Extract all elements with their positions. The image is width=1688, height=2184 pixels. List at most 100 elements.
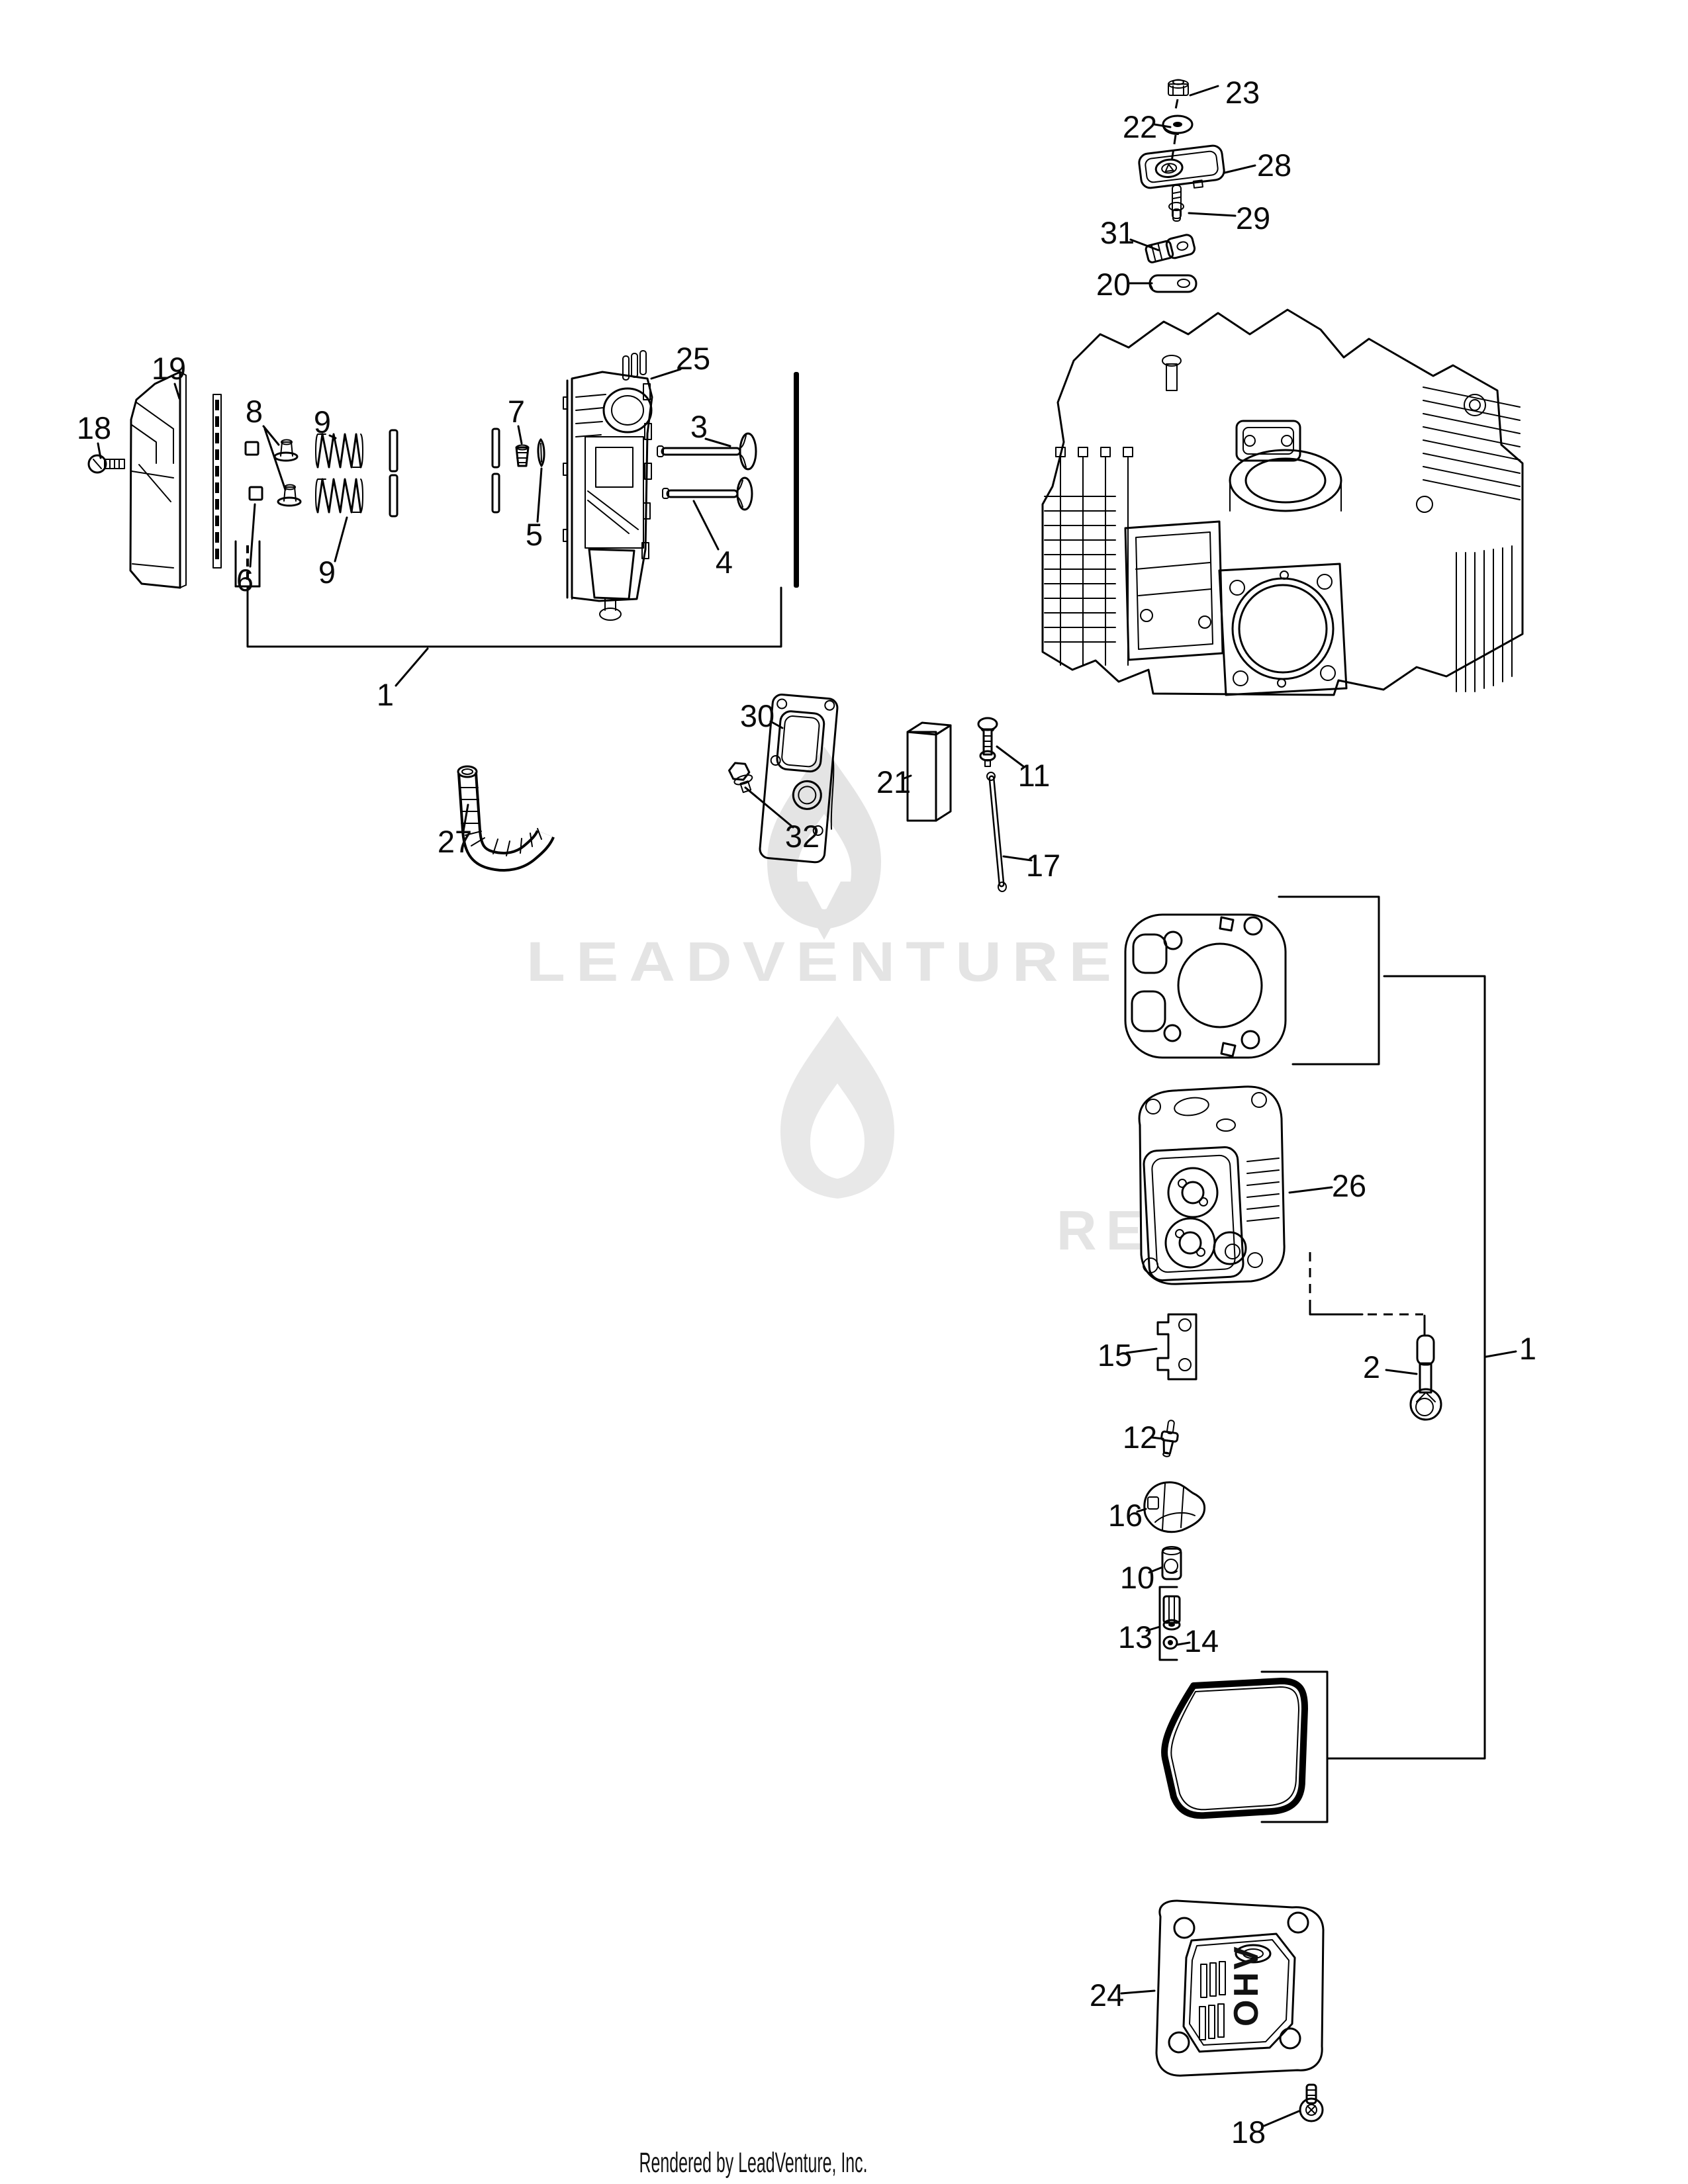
callout-29: 29 bbox=[1188, 201, 1270, 236]
head-bolt-2 bbox=[1409, 1334, 1442, 1421]
callout-9: 9 bbox=[318, 516, 348, 590]
kit-bracket-1-left bbox=[234, 540, 782, 648]
callout-27: 27 bbox=[438, 803, 472, 859]
callout-label-25: 25 bbox=[676, 341, 710, 376]
callout-label-9: 9 bbox=[314, 404, 331, 439]
callout-label-13: 13 bbox=[1118, 1619, 1152, 1655]
callout-label-21: 21 bbox=[876, 764, 911, 799]
callout-18: 18 bbox=[1231, 2110, 1300, 2150]
leader-line-9 bbox=[328, 434, 337, 439]
watermark-text: LEADVENTURE bbox=[526, 931, 1122, 993]
rocker-cover-gasket bbox=[1161, 1678, 1308, 1819]
breather-bolt-32 bbox=[727, 762, 753, 794]
cover-rib-slots bbox=[1199, 1961, 1226, 2040]
callout-label-16: 16 bbox=[1108, 1498, 1143, 1533]
leader-line-8 bbox=[263, 428, 287, 491]
callout-label-31: 31 bbox=[1100, 215, 1135, 250]
leader-line-16 bbox=[1136, 1508, 1147, 1513]
callout-label-7: 7 bbox=[508, 394, 525, 429]
watermark-partial-text: RE bbox=[1056, 1199, 1152, 1261]
callout-label-6: 6 bbox=[236, 563, 254, 598]
exhaust-valve-4 bbox=[662, 477, 753, 511]
valve-springs-9 bbox=[315, 433, 363, 514]
leader-line-10 bbox=[1148, 1566, 1164, 1574]
breather-plate-28 bbox=[1138, 144, 1225, 189]
leader-line-15 bbox=[1125, 1347, 1158, 1354]
callout-label-3: 3 bbox=[690, 409, 708, 444]
leader-line-1 bbox=[395, 647, 429, 687]
governor-link-31 bbox=[1145, 234, 1196, 263]
flame-v-icon bbox=[767, 747, 881, 940]
leader-line-6 bbox=[249, 503, 256, 568]
callout-20: 20 bbox=[1096, 267, 1153, 302]
shoulder-bolt-11 bbox=[977, 717, 998, 767]
callout-label-17: 17 bbox=[1026, 848, 1060, 883]
callout-label-11: 11 bbox=[1018, 758, 1051, 793]
leader-line-23 bbox=[1189, 85, 1219, 97]
callout-18: 18 bbox=[77, 410, 111, 459]
callout-30: 30 bbox=[740, 698, 784, 733]
leader-line-7 bbox=[517, 425, 523, 445]
link-20 bbox=[1149, 274, 1197, 293]
leader-line-22 bbox=[1153, 123, 1172, 128]
callout-label-15: 15 bbox=[1098, 1338, 1132, 1373]
callout-label-2: 2 bbox=[1363, 1349, 1380, 1385]
intake-valve-3 bbox=[657, 432, 757, 471]
leader-line-32 bbox=[744, 786, 794, 829]
callout-6: 6 bbox=[236, 503, 256, 598]
assembly-axis-dashed bbox=[1170, 134, 1177, 162]
rocker-arm-16 bbox=[1143, 1481, 1206, 1533]
callout-11: 11 bbox=[996, 745, 1051, 793]
leader-line-5 bbox=[536, 467, 543, 523]
callout-label-26: 26 bbox=[1332, 1168, 1366, 1203]
leader-line-3 bbox=[704, 437, 731, 447]
leader-line-17 bbox=[1002, 855, 1033, 862]
callout-5: 5 bbox=[526, 467, 543, 552]
callout-label-19: 19 bbox=[152, 351, 186, 386]
assembly-axis-dashed bbox=[1174, 99, 1179, 113]
leader-line-12 bbox=[1150, 1436, 1164, 1440]
leader-line-4 bbox=[692, 500, 720, 551]
callout-10: 10 bbox=[1120, 1560, 1164, 1595]
callout-1: 1 bbox=[1485, 1331, 1536, 1366]
leader-line-14 bbox=[1176, 1641, 1191, 1646]
leader-line-1 bbox=[1485, 1350, 1517, 1358]
callout-label-22: 22 bbox=[1123, 109, 1157, 144]
retainer-pin-5 bbox=[537, 438, 545, 467]
push-rod-17 bbox=[986, 772, 1007, 892]
callout-14: 14 bbox=[1176, 1623, 1219, 1659]
callout-9: 9 bbox=[314, 404, 337, 439]
leader-line-8 bbox=[262, 425, 280, 446]
callout-13: 13 bbox=[1118, 1619, 1161, 1655]
callout-25: 25 bbox=[650, 341, 710, 380]
leader-line-11 bbox=[996, 745, 1025, 768]
callout-label-24: 24 bbox=[1090, 1978, 1124, 2013]
callout-16: 16 bbox=[1108, 1498, 1147, 1533]
callout-label-14: 14 bbox=[1184, 1623, 1219, 1659]
cylinder-head-side-25 bbox=[563, 350, 653, 621]
callout-label-12: 12 bbox=[1123, 1420, 1157, 1455]
adjuster-bracket-13 bbox=[1158, 1586, 1181, 1661]
callout-21: 21 bbox=[876, 764, 912, 799]
cover-bolt-18 bbox=[87, 454, 125, 474]
ignition-module-box-21 bbox=[906, 721, 952, 822]
callout-2: 2 bbox=[1363, 1349, 1418, 1385]
ohv-valve-cover-24: OHV bbox=[1155, 1899, 1325, 2077]
cylinder-head-26 bbox=[1138, 1085, 1286, 1285]
kit-bracket-1-right bbox=[1260, 895, 1486, 1823]
washer-22 bbox=[1162, 114, 1194, 135]
breather-gasket-30 bbox=[759, 694, 839, 864]
valve-guides bbox=[389, 428, 500, 518]
callout-label-5: 5 bbox=[526, 517, 543, 552]
callout-15: 15 bbox=[1098, 1338, 1158, 1373]
valve-keeper-7 bbox=[515, 444, 530, 467]
callout-label-32: 32 bbox=[785, 819, 820, 854]
leader-line-13 bbox=[1145, 1625, 1161, 1632]
callout-24: 24 bbox=[1090, 1978, 1156, 2013]
callout-26: 26 bbox=[1288, 1168, 1366, 1203]
callout-label-27: 27 bbox=[438, 824, 472, 859]
pivot-stud-12 bbox=[1160, 1420, 1179, 1457]
breather-stud-29 bbox=[1168, 185, 1184, 222]
callout-12: 12 bbox=[1123, 1420, 1164, 1455]
